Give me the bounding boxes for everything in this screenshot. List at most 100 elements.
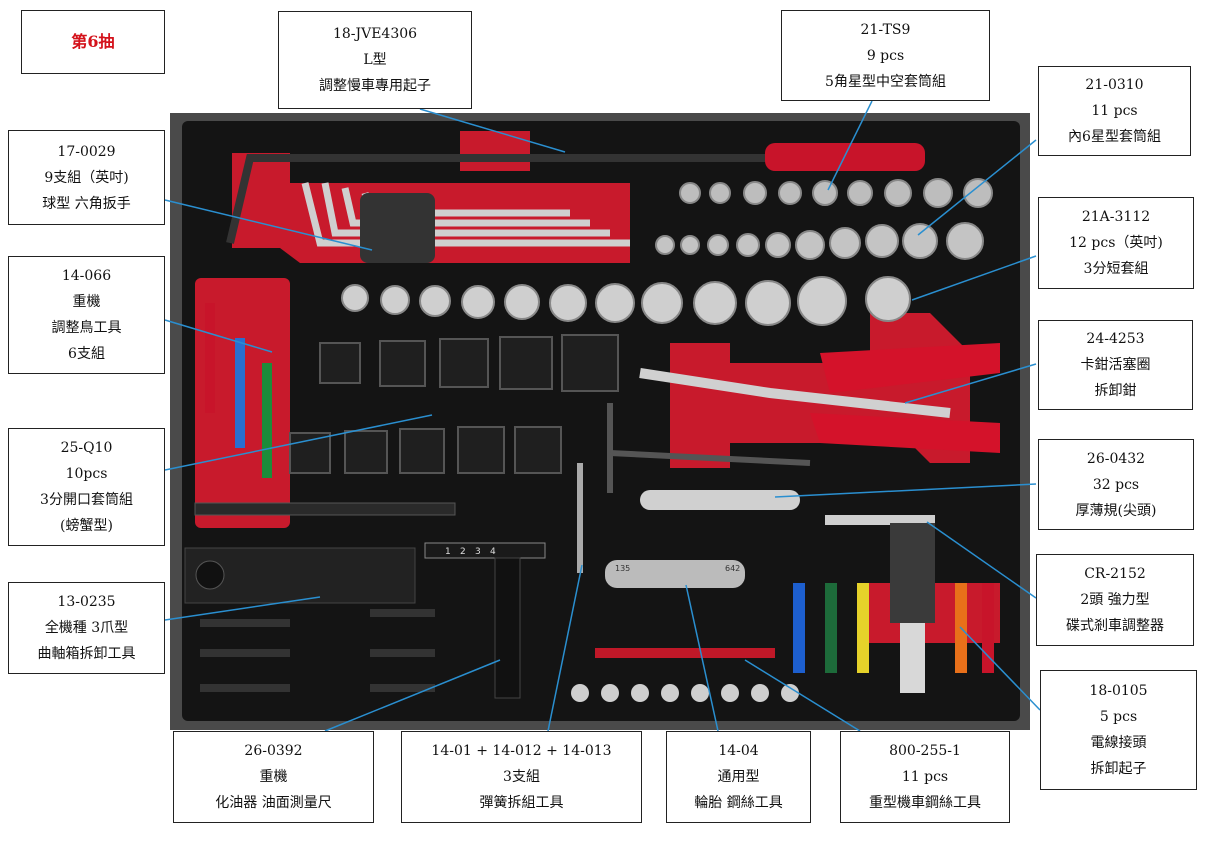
tuning-tool-red	[205, 303, 215, 413]
label-line: 12 pcs（英吋)	[1069, 235, 1163, 251]
label-line: 化油器 油面測量尺	[215, 795, 332, 811]
label-line: L型	[363, 52, 387, 68]
spoke-torque-tool	[595, 648, 775, 658]
part-number: 18-0105	[1089, 683, 1148, 699]
gauge-tick-4: 4	[490, 547, 496, 557]
label-line: (螃蟹型)	[60, 518, 113, 534]
brake-tool-body	[890, 523, 935, 623]
label-line: 32 pcs	[1092, 476, 1140, 493]
label-26-0392: 26-0392 重機 化油器 油面測量尺	[173, 731, 374, 823]
star-socket-set	[679, 178, 993, 208]
label-21-ts9: 21-TS9 9 pcs 5角星型中空套筒組	[781, 10, 990, 101]
label-25-q10: 25-Q10 10pcs 3分開口套筒組 (螃蟹型)	[8, 428, 165, 546]
part-number: 21A-3112	[1081, 209, 1151, 225]
label-line: 3分開口套筒組	[40, 492, 133, 508]
label-24-4253: 24-4253 卡鉗活塞圈 拆卸鉗	[1038, 320, 1193, 410]
label-line: 通用型	[717, 769, 760, 785]
part-number: 17-0029	[57, 143, 116, 160]
pliers-jaws	[639, 368, 951, 418]
label-line: 11 pcs	[901, 769, 949, 785]
label-line: 碟式剎車調整器	[1066, 618, 1164, 634]
puller-legs	[200, 609, 435, 692]
label-800-255-1: 800-255-1 11 pcs 重型機車鋼絲工具	[840, 731, 1010, 823]
brake-tool-bar	[825, 515, 935, 525]
part-number: 18-JVE4306	[332, 26, 418, 42]
label-line: 調整鳥工具	[51, 320, 122, 336]
pliers-handle-upper	[820, 343, 1000, 393]
label-line: 厚薄規(尖頭)	[1075, 502, 1157, 519]
gauge-tick-1: 1	[445, 547, 451, 557]
label-26-0432: 26-0432 32 pcs 厚薄規(尖頭)	[1038, 439, 1194, 530]
label-line: 重機	[72, 294, 101, 310]
pliers-handle-lower	[810, 413, 1000, 453]
label-line: 內6星型套筒組	[1068, 129, 1161, 145]
tuning-tool-blue	[235, 338, 245, 448]
part-number: 25-Q10	[60, 440, 113, 456]
label-line: 調整慢車專用起子	[319, 78, 431, 94]
label-line: 拆卸鉗	[1094, 383, 1137, 399]
label-line: 全機種 3爪型	[44, 620, 129, 636]
drawer-title-box: 第6抽	[21, 10, 165, 74]
part-number: 21-TS9	[860, 21, 911, 38]
tuning-tool-green	[262, 363, 272, 478]
label-13-0235: 13-0235 全機種 3爪型 曲軸箱拆卸工具	[8, 582, 165, 674]
part-number: 26-0392	[244, 743, 303, 759]
part-number: CR-2152	[1084, 566, 1146, 582]
label-line: 3分短套組	[1083, 261, 1149, 277]
label-line: 球型 六角扳手	[42, 195, 131, 212]
label-line: 5 pcs	[1099, 709, 1138, 725]
label-line: 10pcs	[65, 466, 108, 482]
label-18-0105: 18-0105 5 pcs 電線接頭 拆卸起子	[1040, 670, 1197, 790]
spoke-wrench-right-mark: 642	[725, 564, 740, 573]
part-number: 13-0235	[57, 594, 116, 610]
driver-green	[825, 583, 837, 673]
part-number: 800-255-1	[889, 743, 961, 759]
label-line: 電線接頭	[1090, 735, 1147, 751]
part-number: 21-0310	[1085, 77, 1144, 93]
label-line: 拆卸起子	[1090, 761, 1147, 777]
label-line: 9支組（英吋)	[44, 169, 129, 186]
part-number: 24-4253	[1086, 331, 1145, 347]
label-line: 5角星型中空套筒組	[825, 73, 946, 90]
driver-yellow	[857, 583, 869, 673]
part-number: 14-04	[718, 743, 759, 759]
label-cr-2152: CR-2152 2頭 強力型 碟式剎車調整器	[1036, 554, 1194, 646]
label-21-0310: 21-0310 11 pcs 內6星型套筒組	[1038, 66, 1191, 156]
drawer-title: 第6抽	[71, 32, 115, 51]
spoke-nipple-sockets	[571, 684, 799, 702]
short-socket-row	[655, 222, 984, 260]
label-line: 曲軸箱拆卸工具	[37, 646, 136, 662]
puller-bolt	[194, 502, 456, 516]
driver-blue	[793, 583, 805, 673]
label-line: 輪胎 鋼絲工具	[694, 795, 783, 811]
l-screwdriver-shaft	[226, 154, 770, 244]
fuel-level-gauge	[424, 542, 546, 559]
label-line: 重機	[259, 769, 288, 785]
socket-row-large	[341, 276, 911, 326]
crowfoot-wrench-set	[289, 334, 619, 474]
label-line: 9 pcs	[866, 47, 905, 64]
feeler-gauge	[640, 490, 800, 510]
label-17-0029: 17-0029 9支組（英吋) 球型 六角扳手	[8, 130, 165, 225]
label-line: 卡鉗活塞圈	[1080, 357, 1151, 373]
gauge-tick-3: 3	[475, 547, 481, 557]
part-number: 26-0432	[1086, 450, 1146, 467]
label-line: 6支組	[68, 346, 105, 362]
label-line: 2頭 強力型	[1080, 592, 1150, 608]
spoke-wrench	[605, 560, 745, 588]
label-14-04: 14-04 通用型 輪胎 鋼絲工具	[666, 731, 811, 823]
label-14-01: 14-01 + 14-012 + 14-013 3支組 彈簧拆組工具	[401, 731, 642, 823]
tool-tray-photo: 1 2 3 4 135 642	[170, 113, 1030, 730]
part-number: 14-01 + 14-012 + 14-013	[431, 743, 612, 759]
hex-key-holder	[360, 193, 435, 263]
label-line: 重型機車鋼絲工具	[869, 795, 981, 811]
label-line: 彈簧拆組工具	[479, 795, 564, 811]
label-21a-3112: 21A-3112 12 pcs（英吋) 3分短套組	[1038, 197, 1194, 289]
label-14-066: 14-066 重機 調整鳥工具 6支組	[8, 256, 165, 374]
part-number: 14-066	[61, 268, 112, 284]
driver-red	[982, 583, 994, 673]
label-line: 3支組	[503, 769, 540, 785]
spoke-wrench-left-mark: 135	[615, 564, 630, 573]
label-18-jve4306: 18-JVE4306 L型 調整慢車專用起子	[278, 11, 472, 109]
